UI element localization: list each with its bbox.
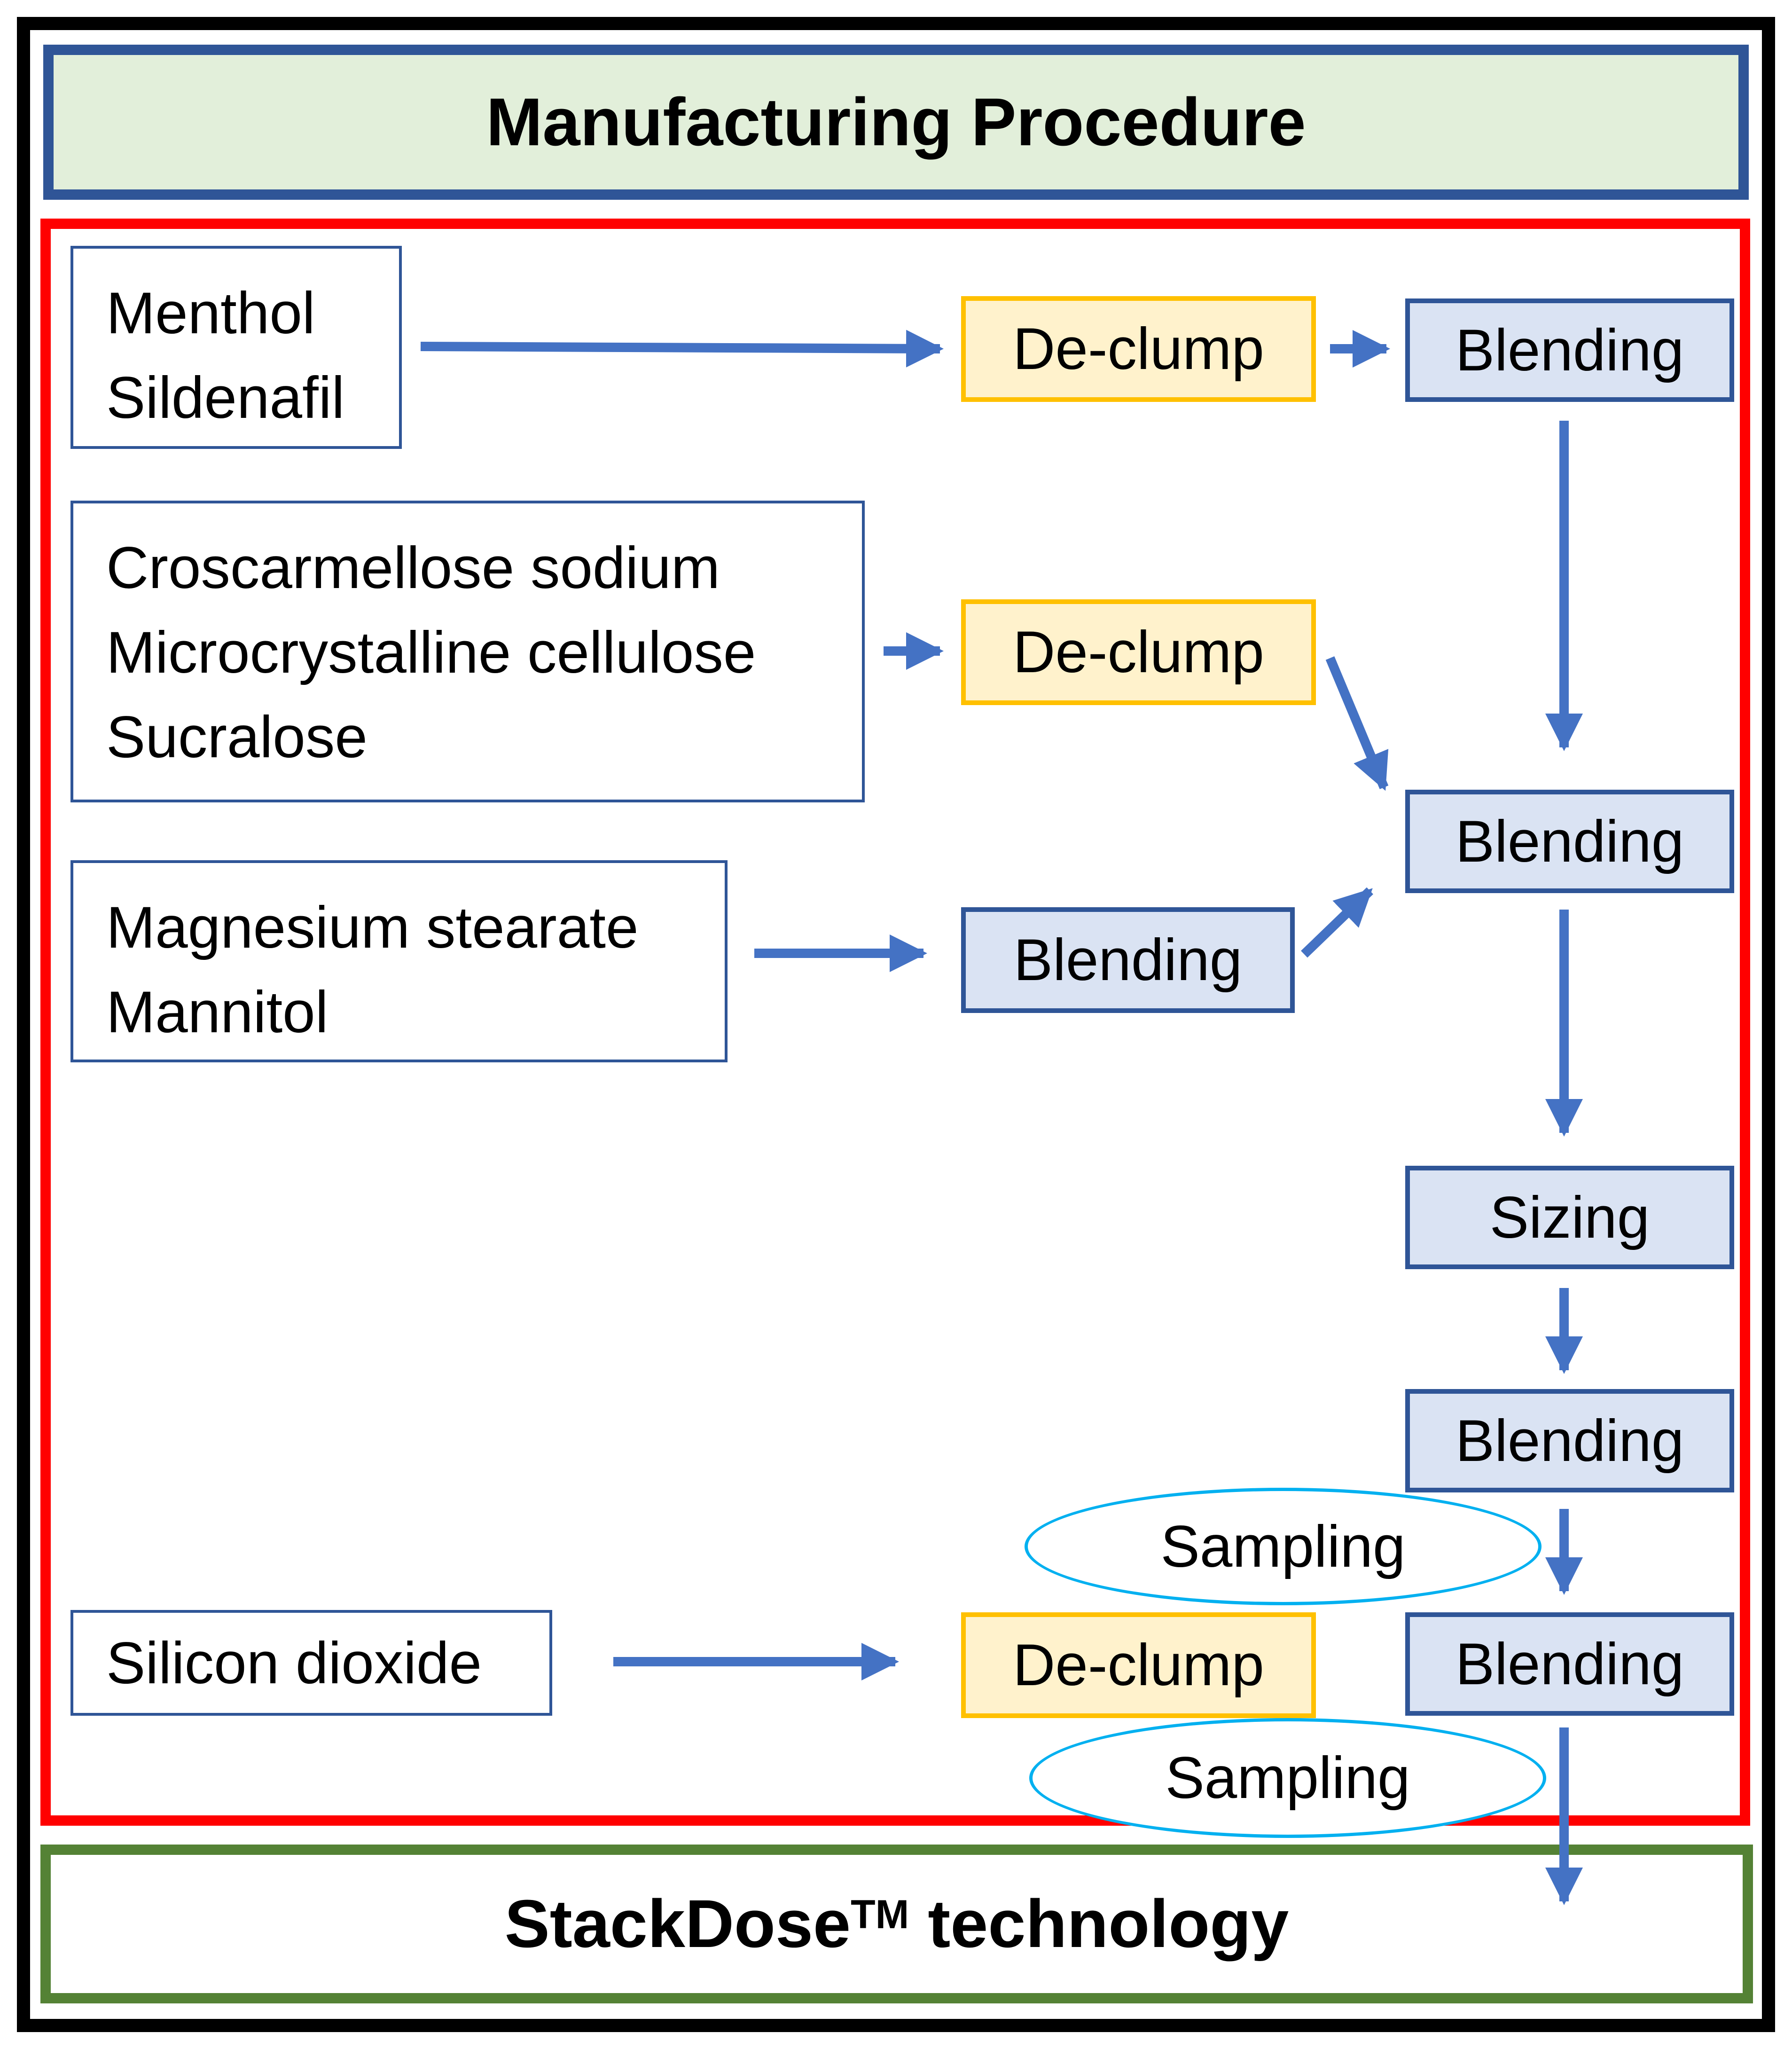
declump-step-3: De-clump xyxy=(961,1612,1316,1718)
blending-step-4: Blending xyxy=(1405,1612,1734,1716)
ingredients-group-1: Menthol Sildenafil xyxy=(70,246,402,449)
sizing-step: Sizing xyxy=(1405,1166,1734,1269)
ingredient-menthol: Menthol xyxy=(106,281,315,346)
sampling-ellipse-1: Sampling xyxy=(1025,1488,1542,1605)
arrow-declump2-to-blend2 xyxy=(1325,656,1389,791)
ingredient-microcrystalline-cellulose: Microcrystalline cellulose xyxy=(106,620,756,685)
ingredient-sildenafil: Sildenafil xyxy=(106,365,345,431)
ingredient-mannitol: Mannitol xyxy=(106,980,329,1045)
ingredients-group-4: Silicon dioxide xyxy=(70,1610,552,1716)
diagram-title: Manufacturing Procedure xyxy=(43,45,1749,200)
declump-step-1: De-clump xyxy=(961,296,1316,402)
ingredient-silicon-dioxide: Silicon dioxide xyxy=(106,1631,482,1696)
declump-step-2: De-clump xyxy=(961,599,1316,705)
ingredient-magnesium-stearate: Magnesium stearate xyxy=(106,895,639,960)
blending-step-3: Blending xyxy=(1405,1389,1734,1492)
arrow-group1-to-declump1 xyxy=(420,330,944,368)
ingredients-group-3: Magnesium stearate Mannitol xyxy=(70,860,728,1062)
sampling-ellipse-2: Sampling xyxy=(1029,1718,1546,1838)
footer-rest: technology xyxy=(909,1886,1289,1962)
ingredient-croscarmellose-sodium: Croscarmellose sodium xyxy=(106,535,720,601)
blending-step-1: Blending xyxy=(1405,298,1734,402)
footer-trademark: TM xyxy=(851,1892,909,1937)
ingredient-sucralose: Sucralose xyxy=(106,705,368,770)
blending-step-side: Blending xyxy=(961,907,1295,1013)
footer-brand: StackDose xyxy=(504,1886,851,1962)
ingredients-group-2: Croscarmellose sodium Microcrystalline c… xyxy=(70,501,865,802)
blending-step-2: Blending xyxy=(1405,790,1734,893)
arrow-blendside-to-blend2 xyxy=(1301,887,1373,958)
